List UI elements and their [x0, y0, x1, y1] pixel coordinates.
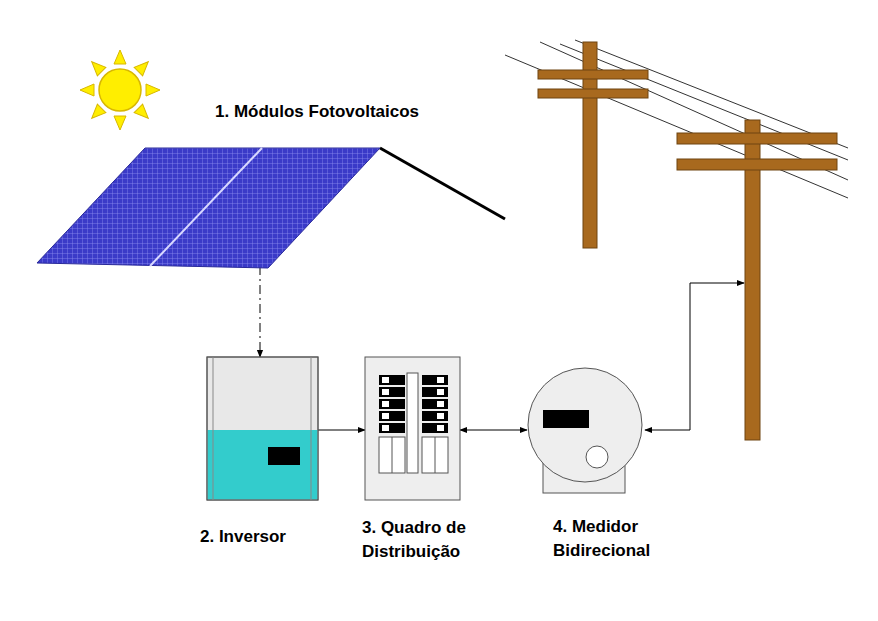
flow-arrow	[260, 266, 261, 357]
inverter-shape	[207, 357, 318, 500]
component-label: 3. Quadro de Distribuição	[362, 516, 492, 564]
bidirectional-meter-shape	[527, 367, 645, 493]
power-lines	[505, 40, 848, 198]
grid-connection	[645, 283, 744, 430]
flow-arrow	[318, 430, 365, 431]
pv-modules-shape	[37, 148, 382, 270]
bidirectional-meter: 4. Medidor Bidirecional	[527, 367, 645, 493]
sun	[80, 50, 160, 130]
utility-pole	[538, 42, 648, 248]
distribution-board: 3. Quadro de Distribuição	[365, 357, 460, 500]
utility-pole	[677, 120, 837, 440]
flow-arrow	[460, 430, 527, 431]
pv-modules: 1. Módulos Fotovoltaicos	[37, 148, 382, 270]
inverter: 2. Inversor	[207, 357, 318, 500]
component-label: 4. Medidor Bidirecional	[553, 515, 678, 563]
component-label: 2. Inversor	[200, 525, 360, 549]
roof-line	[380, 148, 505, 219]
distribution-board-shape	[365, 357, 460, 500]
component-label: 1. Módulos Fotovoltaicos	[215, 100, 515, 124]
